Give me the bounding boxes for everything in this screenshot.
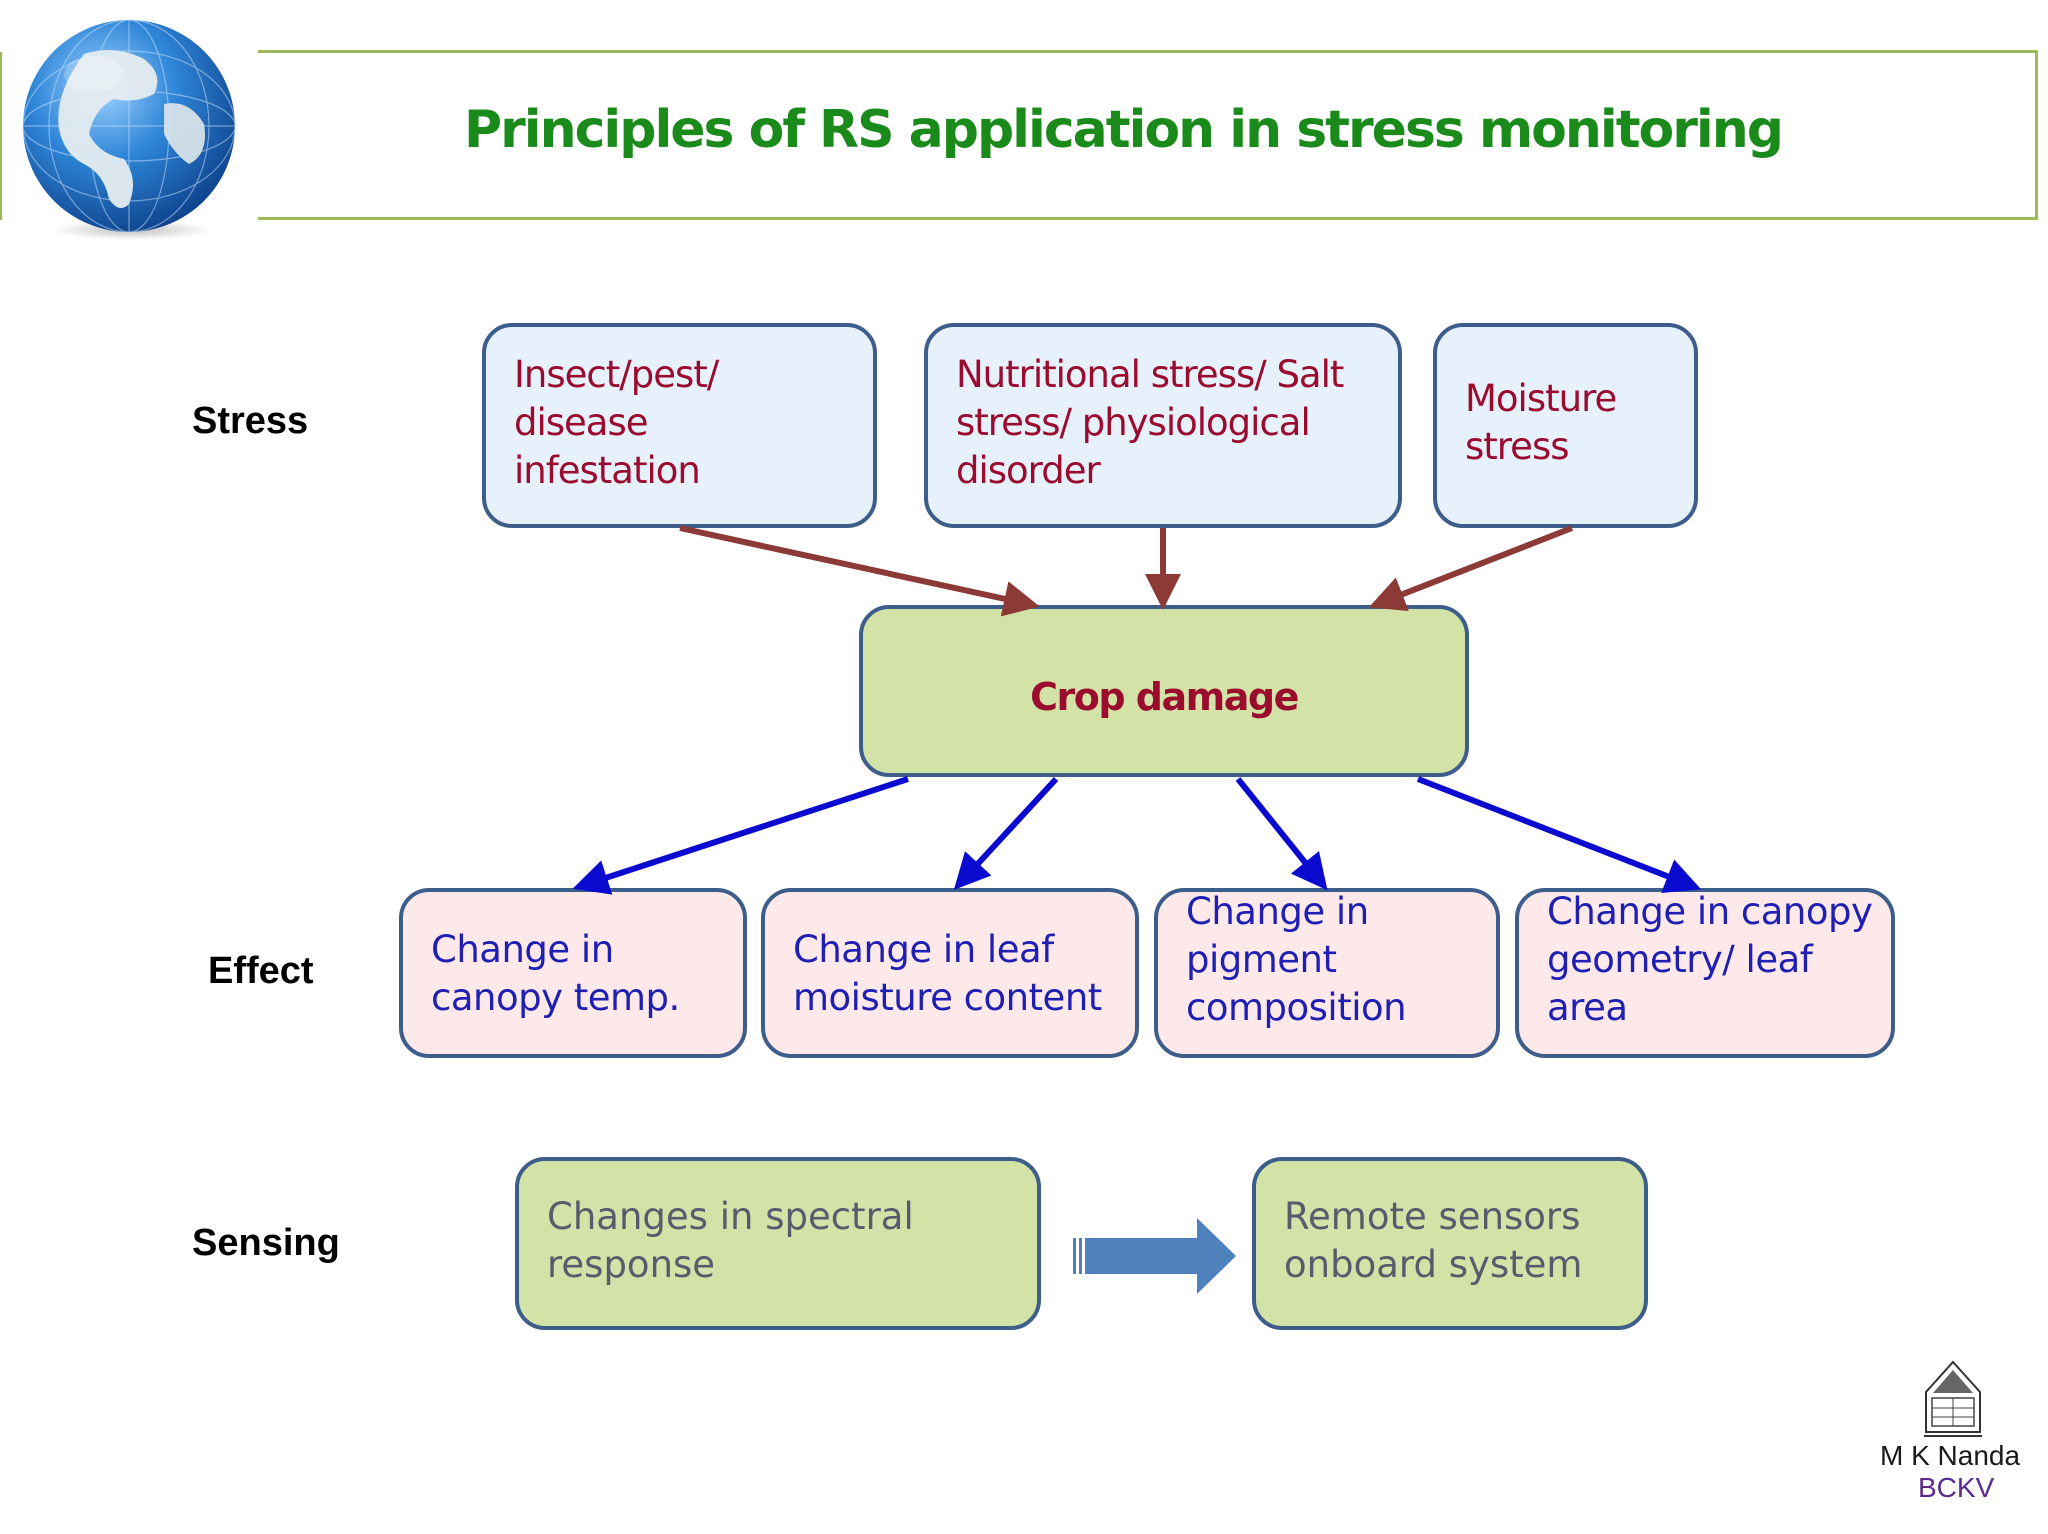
crop-damage-label: Crop damage — [1030, 675, 1299, 719]
sensing-box-spectral: Changes in spectral response — [515, 1157, 1041, 1330]
block-arrow-sensing — [1073, 1218, 1236, 1294]
stress-box-nutritional-text: Nutritional stress/ Salt stress/ physiol… — [956, 353, 1344, 492]
globe-icon — [22, 19, 236, 240]
arrow-crop-to-canopy-temp — [572, 776, 909, 895]
sensing-box-spectral-text: Changes in spectral response — [547, 1195, 914, 1286]
effect-box-canopy-temp: Change in canopy temp. — [399, 888, 747, 1058]
sensing-box-remote-text: Remote sensors onboard system — [1284, 1195, 1583, 1286]
university-seal-icon — [1924, 1360, 1982, 1437]
stress-box-moisture: Moisture stress — [1433, 323, 1698, 528]
sensing-box-remote: Remote sensors onboard system — [1252, 1157, 1648, 1330]
stress-box-moisture-text: Moisture stress — [1465, 377, 1617, 468]
row-label-effect: Effect — [208, 950, 314, 992]
row-label-stress: Stress — [192, 400, 309, 442]
stress-box-insect-text: Insect/pest/ disease infestation — [514, 353, 719, 492]
effect-box-canopy-geometry: Change in canopy geometry/ leaf area — [1515, 888, 1895, 1058]
effect-box-canopy-temp-text: Change in canopy temp. — [431, 928, 680, 1019]
stress-box-nutritional: Nutritional stress/ Salt stress/ physiol… — [924, 323, 1402, 528]
row-label-sensing: Sensing — [192, 1222, 340, 1264]
arrow-insect-to-crop — [679, 525, 1040, 617]
stress-box-insect: Insect/pest/ disease infestation — [482, 323, 877, 528]
arrow-crop-to-leaf-moisture — [953, 776, 1059, 890]
arrow-moisture-to-crop — [1368, 525, 1574, 612]
effect-box-pigment: Change in pigment composition — [1154, 888, 1500, 1058]
effect-box-canopy-geometry-text: Change in canopy geometry/ leaf area — [1547, 890, 1873, 1029]
effect-box-leaf-moisture: Change in leaf moisture content — [761, 888, 1139, 1058]
institution-credit: BCKV — [1918, 1472, 1995, 1503]
effect-box-leaf-moisture-text: Change in leaf moisture content — [793, 928, 1102, 1019]
slide-title: Principles of RS application in stress m… — [463, 100, 1784, 160]
arrow-crop-to-canopy-geometry — [1416, 776, 1702, 894]
author-credit: M K Nanda — [1880, 1440, 2021, 1471]
title-frame-left-edge — [0, 52, 2, 220]
effect-box-pigment-text: Change in pigment composition — [1186, 890, 1407, 1029]
arrow-crop-to-pigment — [1235, 777, 1328, 891]
title-frame — [258, 50, 2038, 220]
